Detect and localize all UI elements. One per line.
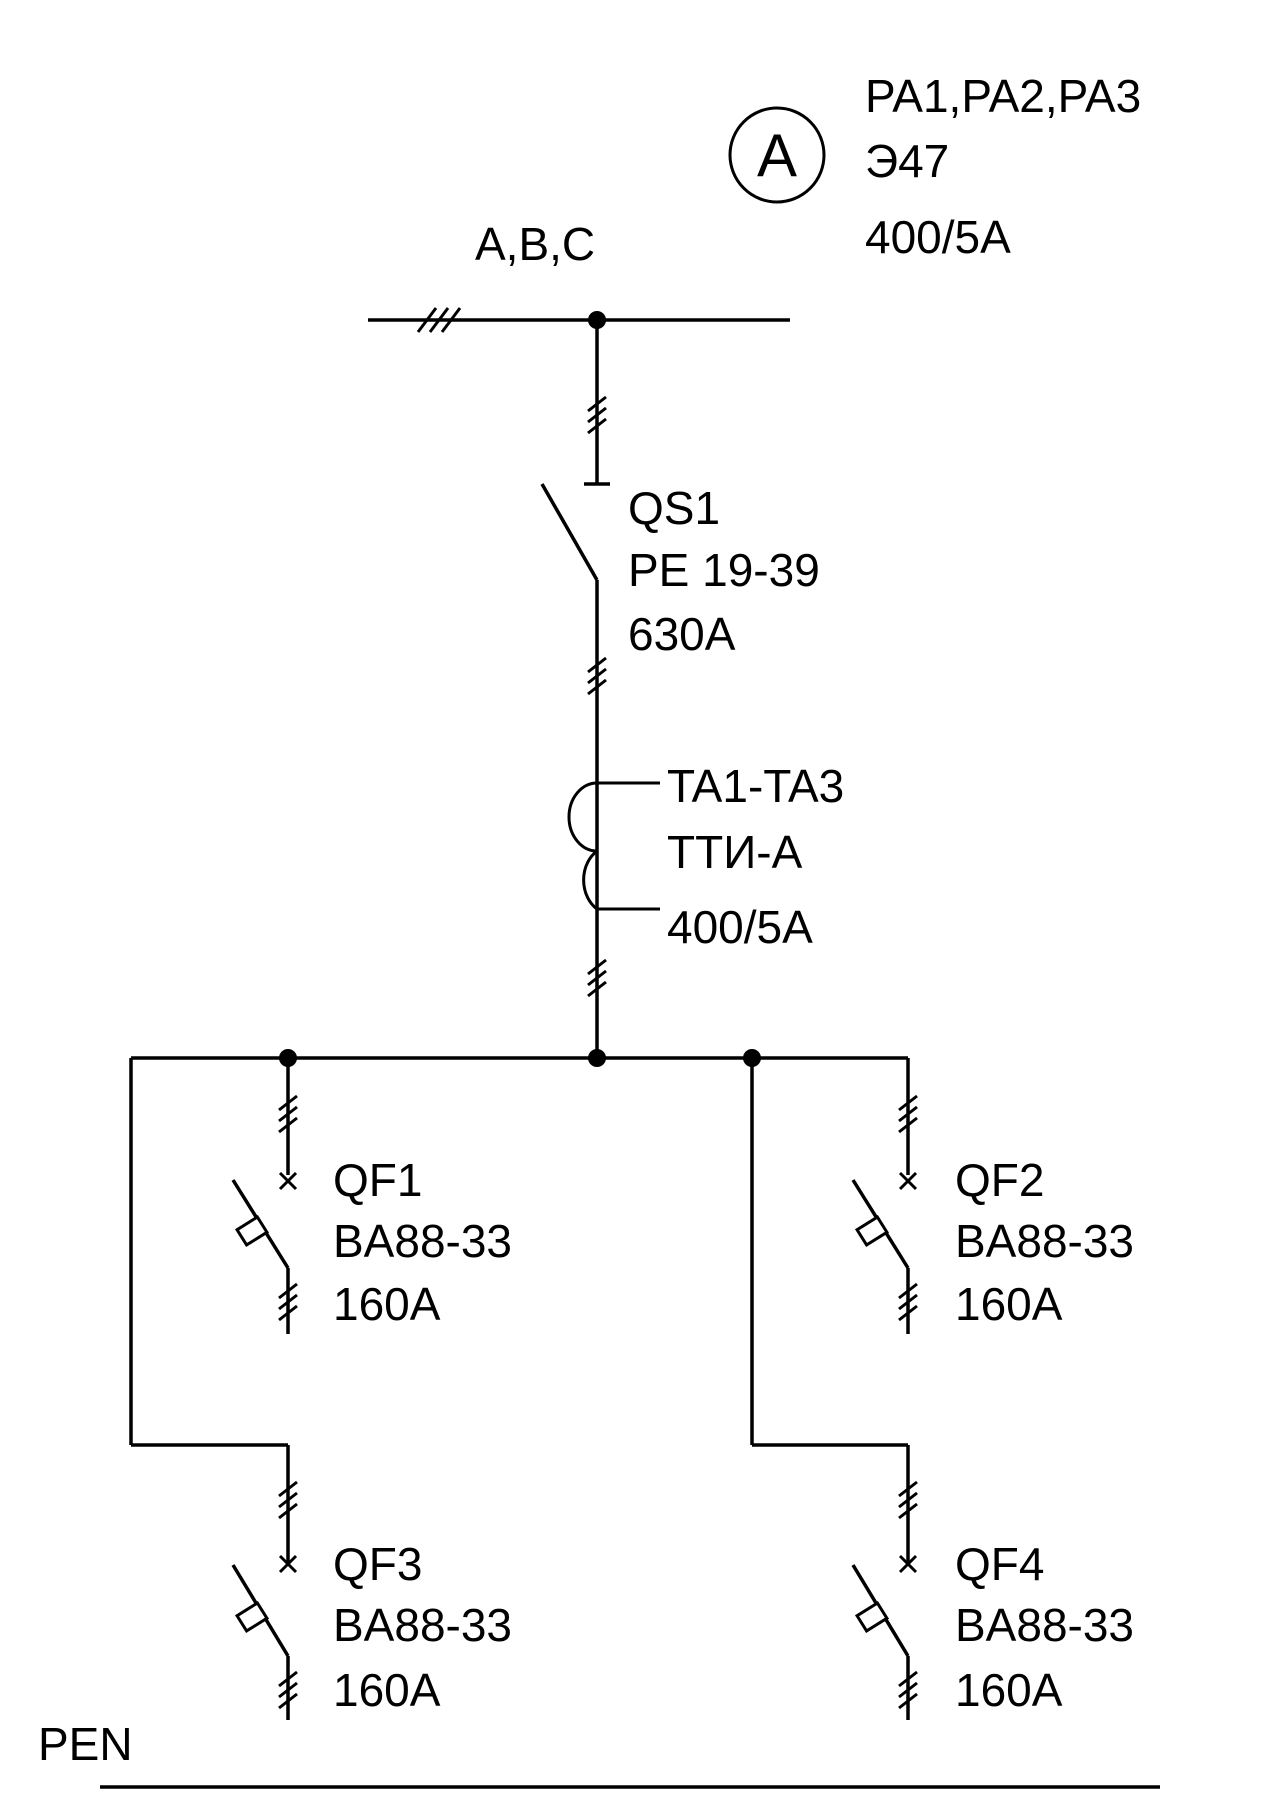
qf2-designation: QF2 [955, 1154, 1044, 1206]
bus-phase-label: A,B,C [475, 218, 595, 270]
ta-rating: 400/5A [667, 901, 813, 953]
ammeter-symbol: A [728, 106, 826, 204]
qf1-designation: QF1 [333, 1154, 422, 1206]
qf4-designation: QF4 [955, 1538, 1044, 1590]
ammeter-rating: 400/5A [865, 211, 1011, 263]
qf2-type: BA88-33 [955, 1215, 1134, 1267]
pen-label: PEN [38, 1718, 133, 1770]
ta-designation: TA1-TA3 [667, 760, 844, 812]
breaker-qf3 [231, 1480, 298, 1720]
qs1-rating: 630A [628, 608, 736, 660]
supply-bus [368, 307, 790, 333]
qf3-designation: QF3 [333, 1538, 422, 1590]
qs1-type: PE 19-39 [628, 544, 820, 596]
qf1-type: BA88-33 [333, 1215, 512, 1267]
qs1-designation: QS1 [628, 482, 720, 534]
qf4-type: BA88-33 [955, 1599, 1134, 1651]
qf3-type: BA88-33 [333, 1599, 512, 1651]
disconnector-qs1 [540, 320, 610, 1058]
ammeter-designation: PA1,PA2,PA3 [865, 70, 1141, 122]
ammeter-letter: A [757, 122, 797, 189]
qf3-rating: 160A [333, 1664, 441, 1716]
qf2-rating: 160A [955, 1278, 1063, 1330]
distribution-bus [129, 1049, 910, 1564]
breaker-qf4 [851, 1480, 918, 1720]
current-transformer-ta [567, 781, 660, 998]
ta-type: ТТИ-А [667, 826, 803, 878]
qf4-rating: 160A [955, 1664, 1063, 1716]
breaker-qf2 [851, 1058, 918, 1334]
ammeter-type: Э47 [865, 135, 949, 187]
qf1-rating: 160A [333, 1278, 441, 1330]
breaker-qf1 [231, 1058, 298, 1334]
